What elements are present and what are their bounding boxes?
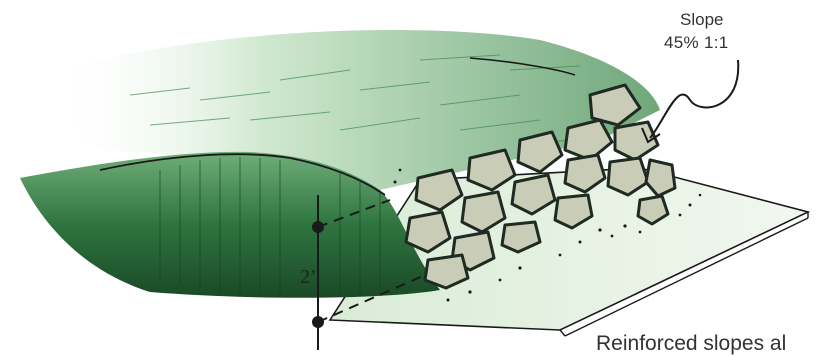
slope-callout-arrow bbox=[650, 60, 738, 138]
figure-caption: Reinforced slopes al bbox=[596, 332, 786, 356]
slope-label: Slope bbox=[680, 10, 723, 30]
height-label: 2’ bbox=[300, 266, 317, 289]
slab-corner bbox=[560, 330, 565, 336]
slope-ratio-label: 45% 1:1 bbox=[664, 33, 728, 53]
